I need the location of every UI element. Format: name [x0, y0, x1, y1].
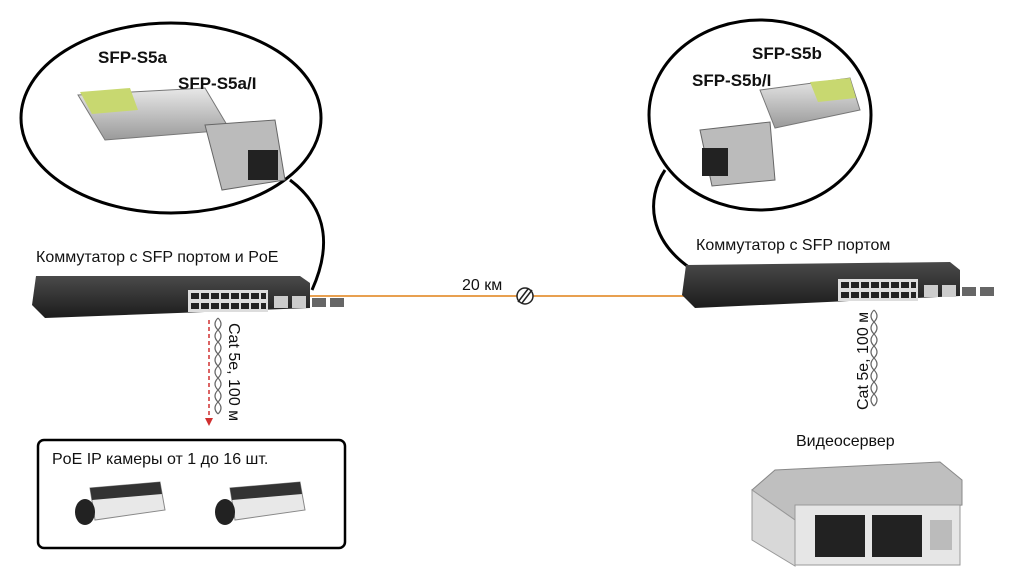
switch-ports: [838, 279, 994, 301]
switch-label: Коммутатор с SFP портом и PoE: [36, 249, 278, 266]
module-label-a: SFP-S5b: [752, 44, 822, 63]
server-label: Видеосервер: [796, 433, 895, 450]
cameras-label: PoE IP камеры от 1 до 16 шт.: [52, 451, 268, 468]
video-server: Видеосервер: [751, 433, 963, 567]
fiber-link: 20 км: [310, 277, 685, 305]
cable-label: Cat 5e, 100 м: [225, 323, 242, 421]
ip-camera-icon: [75, 481, 166, 525]
left-sfp-module-callout: SFP-S5a SFP-S5a/I: [19, 21, 326, 291]
module-label-b: SFP-S5b/I: [692, 71, 771, 90]
cameras-group: PoE IP камеры от 1 до 16 шт.: [36, 438, 347, 550]
module-label-a: SFP-S5a: [98, 48, 168, 67]
cable-label: Cat 5e, 100 м: [855, 312, 872, 410]
right-cat5e-cable: Cat 5e, 100 м: [855, 309, 878, 410]
ip-camera-icon: [215, 481, 306, 525]
fiber-distance: 20 км: [462, 277, 502, 294]
right-switch: Коммутатор с SFP портом: [682, 237, 994, 308]
switch-ports: [188, 290, 344, 312]
sfp-module-image: [699, 77, 861, 187]
right-sfp-module-callout: SFP-S5b SFP-S5b/I: [647, 18, 873, 270]
left-cat5e-cable: Cat 5e, 100 м: [205, 317, 242, 426]
sfp-module-image: [77, 87, 286, 191]
break-icon: [516, 287, 534, 305]
connector-line: [652, 169, 691, 270]
connector-line: [289, 178, 326, 291]
arrow-head-icon: [205, 418, 213, 426]
left-switch: Коммутатор с SFP портом и PoE: [32, 249, 344, 318]
module-label-b: SFP-S5a/I: [178, 74, 256, 93]
switch-label: Коммутатор с SFP портом: [696, 237, 890, 254]
